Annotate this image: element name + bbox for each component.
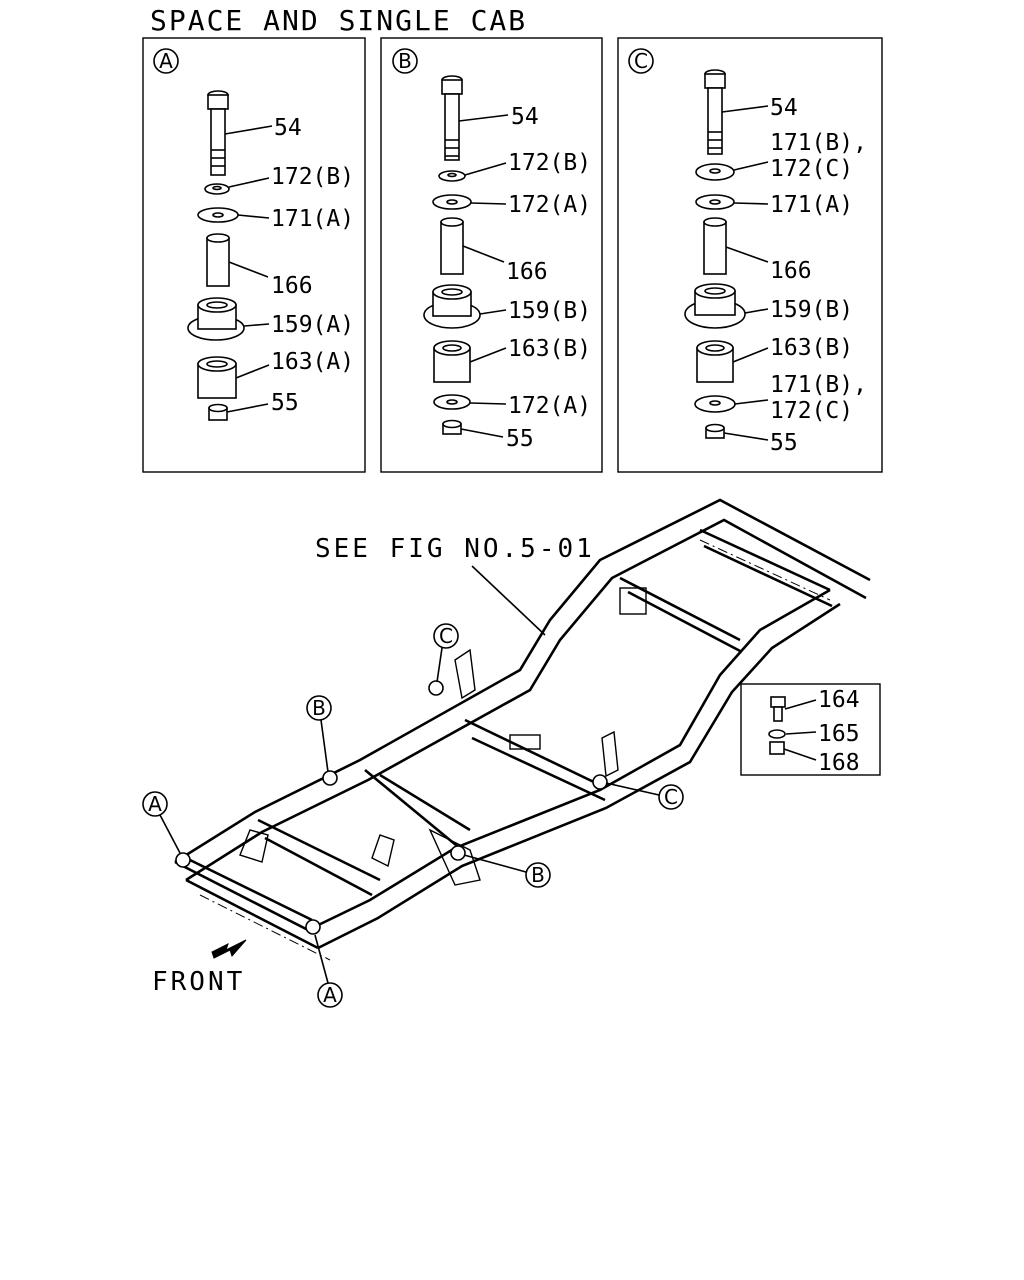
part-label: 171(B), — [770, 130, 867, 156]
spacer-tube-icon — [703, 217, 727, 275]
part-label: 171(A) — [271, 206, 354, 232]
panel-a-letter: A — [159, 49, 173, 73]
svg-text:A: A — [323, 983, 337, 1007]
washer-icon — [432, 194, 472, 210]
panel-c: C — [617, 37, 883, 473]
callout-b-lower: B — [463, 854, 551, 888]
panel-b-letter: B — [398, 49, 412, 73]
nut-icon — [208, 403, 228, 421]
svg-text:B: B — [531, 863, 545, 887]
washer-icon — [695, 194, 735, 210]
callout-c-upper: C — [433, 623, 459, 683]
page-title: SPACE AND SINGLE CAB — [150, 4, 528, 37]
svg-text:C: C — [439, 624, 453, 648]
part-label: 172(A) — [508, 393, 591, 419]
washer-icon — [197, 207, 239, 223]
part-label: 166 — [770, 258, 812, 284]
bolt-icon — [770, 696, 786, 722]
lower-cushion-icon — [433, 340, 471, 383]
part-label: 54 — [770, 95, 798, 121]
fastener-inset: 164 165 168 — [740, 683, 881, 776]
panel-b: B — [380, 37, 603, 473]
part-label: 172(A) — [508, 192, 591, 218]
part-label: 171(B), — [770, 372, 867, 398]
bolt-icon — [207, 90, 229, 176]
part-label: 168 — [818, 750, 860, 776]
spacer-tube-icon — [440, 217, 464, 275]
part-label: 163(B) — [508, 336, 591, 362]
part-label: 172(C) — [770, 398, 853, 424]
front-label: FRONT — [152, 967, 245, 997]
front-arrow-icon — [211, 939, 247, 959]
washer-icon — [438, 170, 466, 182]
part-label: 55 — [770, 430, 798, 456]
svg-text:A: A — [148, 792, 162, 816]
part-label: 54 — [274, 115, 302, 141]
part-label: 159(B) — [770, 297, 853, 323]
cushion-icon — [423, 284, 481, 329]
nut-icon — [705, 423, 725, 439]
part-label: 172(C) — [770, 156, 853, 182]
part-label: 171(A) — [770, 192, 853, 218]
part-label: 54 — [511, 104, 539, 130]
svg-text:B: B — [312, 696, 326, 720]
washer-icon — [433, 394, 471, 410]
part-label: 163(A) — [271, 349, 354, 375]
svg-text:C: C — [664, 785, 678, 809]
bolt-icon — [441, 75, 463, 161]
nut-icon — [769, 741, 785, 755]
bolt-icon — [704, 69, 726, 155]
callout-a-bottom: A — [314, 934, 343, 1008]
callout-c-lower: C — [605, 782, 684, 810]
part-label: 159(B) — [508, 298, 591, 324]
washer-icon — [694, 395, 736, 413]
part-label: 166 — [271, 273, 313, 299]
panel-a: A — [142, 37, 366, 473]
part-label: 172(B) — [508, 150, 591, 176]
chassis-frame-drawing — [174, 498, 871, 961]
washer-icon — [695, 163, 735, 181]
panel-c-letter: C — [634, 49, 648, 73]
part-label: 163(B) — [770, 335, 853, 361]
see-fig-label: SEE FIG NO.5-01 — [315, 534, 595, 564]
lower-cushion-icon — [696, 340, 734, 383]
washer-icon — [768, 729, 786, 739]
cushion-icon — [684, 283, 746, 329]
part-label: 55 — [506, 426, 534, 452]
part-label: 159(A) — [271, 312, 354, 338]
part-label: 165 — [818, 721, 860, 747]
nut-icon — [442, 419, 462, 435]
callout-a-left: A — [142, 791, 181, 854]
part-label: 164 — [818, 687, 860, 713]
part-label: 172(B) — [271, 164, 354, 190]
callout-b-upper: B — [306, 695, 332, 773]
lower-cushion-icon — [197, 356, 237, 399]
spacer-tube-icon — [206, 233, 230, 287]
washer-icon — [204, 183, 230, 195]
part-label: 55 — [271, 390, 299, 416]
cushion-icon — [187, 297, 245, 341]
part-label: 166 — [506, 259, 548, 285]
